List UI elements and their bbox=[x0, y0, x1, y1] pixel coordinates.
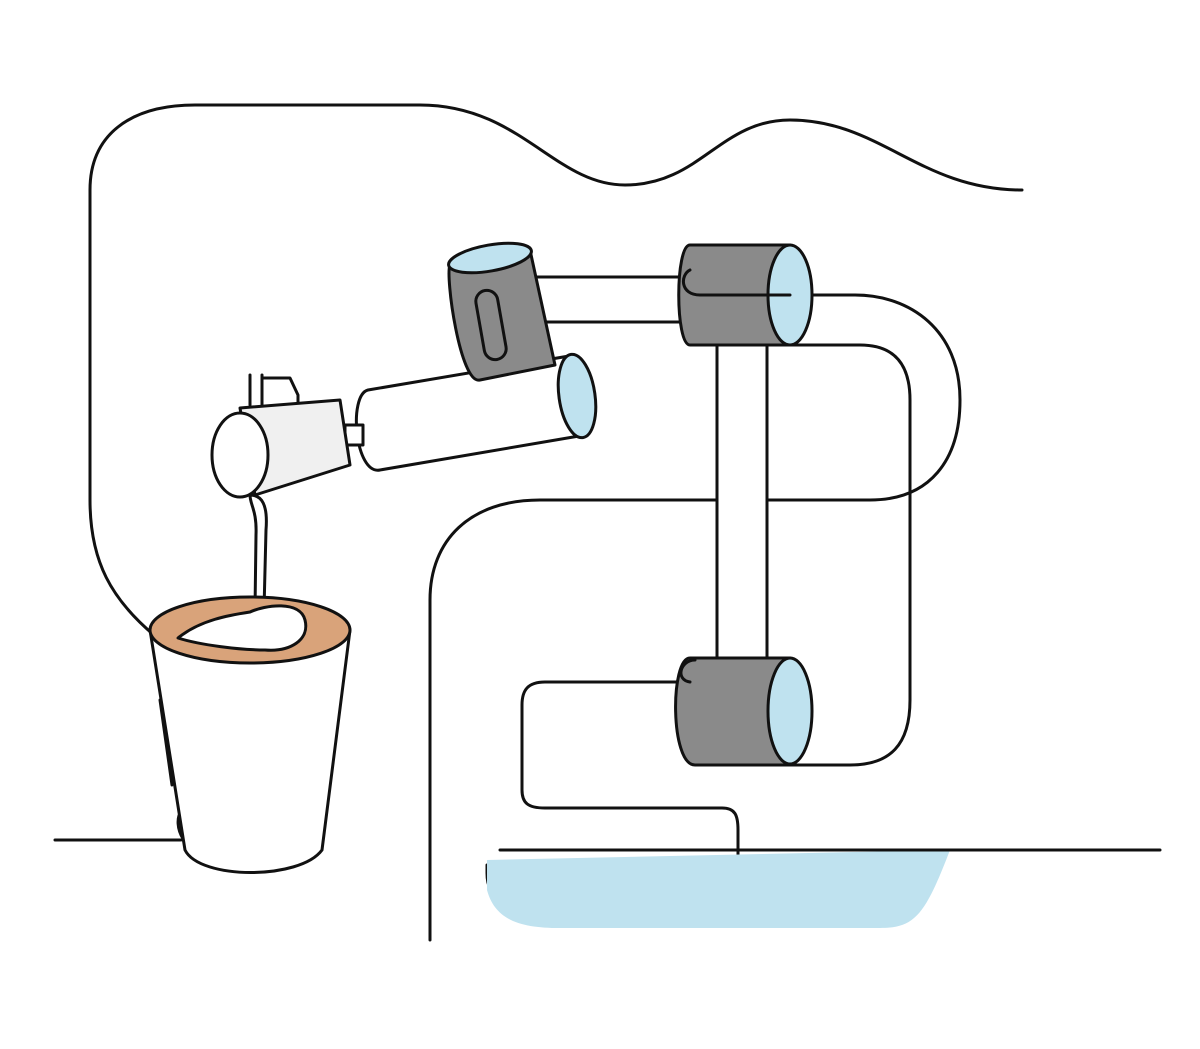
joint-wrist bbox=[447, 241, 557, 382]
joint-lower-right bbox=[674, 656, 814, 767]
arm-segment-upper bbox=[528, 275, 702, 324]
latte-art-heart bbox=[176, 604, 308, 652]
arm-segment-forearm bbox=[354, 353, 587, 472]
milk-stream bbox=[248, 493, 268, 612]
forearm-cap bbox=[556, 352, 598, 440]
cable-loop-right bbox=[778, 343, 912, 767]
cable-line-top bbox=[88, 103, 1024, 642]
cup-left-edge-accent bbox=[158, 698, 174, 787]
water-tray bbox=[487, 850, 950, 928]
robot-base-pillar bbox=[428, 293, 962, 942]
arm-segment-vertical bbox=[715, 298, 769, 702]
coffee-cup bbox=[148, 595, 352, 874]
milk-pitcher bbox=[210, 373, 352, 499]
joint-upper-right bbox=[677, 243, 814, 347]
